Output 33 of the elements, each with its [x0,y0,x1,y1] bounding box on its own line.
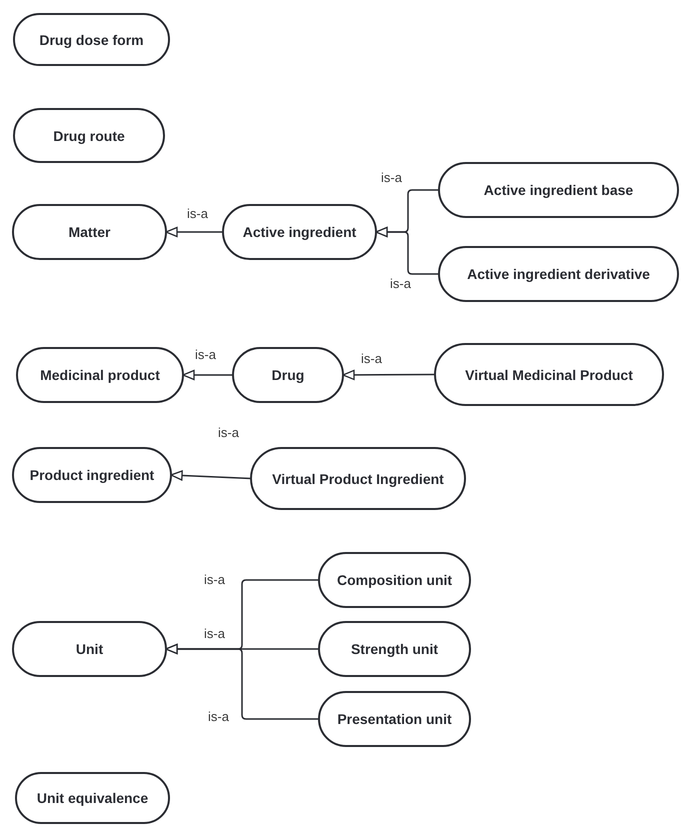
node-label: Matter [68,224,110,240]
edge-label: is-a [380,170,403,185]
edge-label: is-a [217,425,240,440]
node-label: Product ingredient [30,467,154,483]
arrow [182,370,233,380]
edge-label: is-a [203,626,226,641]
node-label: Strength unit [350,641,438,657]
node-label: Virtual Medicinal Product [465,366,633,382]
arrow [375,226,439,275]
node-label: Active ingredient [242,224,356,240]
edge-label: is-a [186,206,209,221]
edge-label: is-a [389,276,412,291]
node-label: Drug dose form [39,32,144,48]
edge-label: is-a [360,351,383,366]
node-label: Virtual Product Ingredient [272,470,444,486]
arrow [342,370,435,380]
arrow [170,470,252,481]
rounded-box [15,772,170,824]
arrow [165,644,319,720]
node-label: Drug [272,367,304,383]
node-label: Composition unit [336,572,452,588]
arrow [165,226,223,238]
node-label: Unit [76,641,104,657]
edge-label: is-a [194,347,217,362]
edge-label: is-a [207,709,230,724]
node-label: Active ingredient derivative [467,266,650,282]
node-label: Drug route [53,128,125,144]
node-label: Medicinal product [40,367,160,383]
edge-label: is-a [203,572,226,587]
rounded-box [13,13,170,66]
node-label: Active ingredient base [484,182,634,198]
node-label: Unit equivalence [36,790,148,806]
node-label: Presentation unit [337,711,452,727]
